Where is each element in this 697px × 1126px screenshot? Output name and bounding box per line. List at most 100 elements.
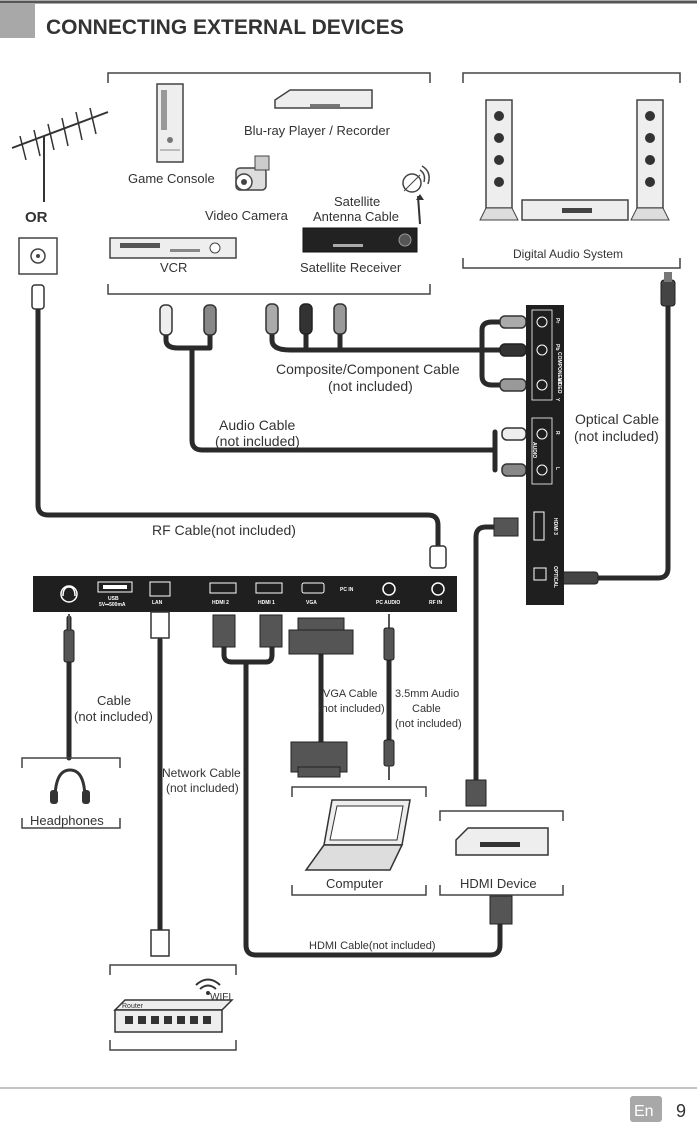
game-console-illustration	[156, 83, 184, 163]
satellite-antenna-label-line1: Satellite	[334, 194, 380, 209]
wifi-label: WIFI	[210, 992, 231, 1003]
composite-cable-a	[269, 329, 309, 353]
headphones-icon	[50, 768, 90, 804]
game-console-label: Game Console	[128, 171, 215, 186]
rf-plug	[31, 284, 447, 569]
video-label: VIDEO	[556, 378, 562, 394]
satellite-dish-illustration	[402, 165, 430, 225]
optical-plugs	[559, 272, 676, 585]
blu-ray-illustration	[274, 89, 373, 109]
hdmi-cable	[243, 659, 503, 958]
lan-port-label: LAN	[152, 600, 163, 606]
hdmi-side-plugs	[465, 517, 519, 807]
audio-cable-branch	[187, 327, 213, 351]
hdmi2-plug	[212, 614, 236, 648]
pb-label: Pb	[554, 344, 560, 350]
composite-rca-plugs	[265, 303, 527, 392]
audio-cable-label-line2: (not included)	[215, 433, 300, 449]
hdmi-device-icon	[455, 827, 549, 856]
pr-label: Pr	[554, 318, 560, 323]
vcr-illustration	[109, 237, 237, 259]
headphone-jack-icon	[60, 585, 78, 603]
router-label: Router	[122, 1003, 144, 1010]
rf-in-label: RF IN	[429, 600, 442, 606]
composite-cable-b	[303, 329, 343, 353]
satellite-antenna-label-line2: Antenna Cable	[313, 209, 399, 224]
audio-35mm-label-line2: Cable	[412, 703, 441, 715]
computer-frame	[291, 786, 427, 896]
usb-port-label: USB	[108, 596, 119, 602]
optical-label: OPTICAL	[552, 566, 558, 588]
laptop-icon	[304, 799, 411, 871]
vga-port	[301, 582, 325, 594]
pc-audio-port	[382, 582, 396, 596]
pc-in-label: PC IN	[340, 587, 354, 593]
hdmi-device-cable	[473, 524, 503, 785]
hdmi-device-label: HDMI Device	[460, 876, 537, 891]
headphones-frame	[21, 757, 121, 829]
audio-35mm-plugs	[383, 614, 395, 780]
digital-audio-system-illustration	[479, 99, 670, 221]
usb-port	[97, 581, 133, 593]
satellite-receiver-label: Satellite Receiver	[300, 260, 402, 275]
lan-plug	[150, 611, 170, 639]
headphones-label: Headphones	[30, 813, 104, 828]
or-label: OR	[25, 209, 48, 226]
audio-35mm-label-line3: (not included)	[395, 718, 462, 730]
audio-label: AUDIO	[531, 442, 537, 458]
hdmi-cable-label: HDMI Cable(not included)	[309, 940, 436, 952]
optical-cable-label-line2: (not included)	[574, 428, 659, 444]
router-icon	[113, 999, 234, 1033]
lan-port	[149, 581, 171, 597]
optical-cable	[595, 302, 671, 581]
hdmi1-port-label: HDMI 1	[258, 600, 275, 606]
pc-audio-label: PC AUDIO	[376, 600, 400, 606]
headphone-cable-label-line1: Cable	[97, 693, 131, 708]
rf-cable-label: RF Cable(not included)	[152, 522, 296, 538]
r-label: R	[554, 431, 560, 435]
audio-system-frame	[462, 72, 681, 269]
l-label: L	[554, 467, 560, 470]
headphone-plug	[63, 629, 75, 663]
page-number: 9	[676, 1101, 686, 1121]
hdmi-cable-branch	[221, 643, 275, 665]
hdmi1-port	[255, 582, 283, 594]
source-devices-frame	[107, 72, 431, 295]
digital-audio-label: Digital Audio System	[513, 247, 623, 261]
blu-ray-label: Blu-ray Player / Recorder	[244, 123, 391, 138]
wall-socket-icon	[18, 237, 58, 275]
router-frame	[109, 964, 237, 1051]
optical-cable-label-line1: Optical Cable	[575, 411, 659, 427]
page-title: CONNECTING EXTERNAL DEVICES	[46, 16, 404, 39]
video-camera-illustration	[235, 155, 270, 191]
vga-port-label: VGA	[306, 600, 317, 606]
audio-rca-plugs	[159, 304, 527, 477]
y-label: Y	[554, 398, 560, 402]
video-camera-label: Video Camera	[205, 208, 289, 223]
composite-cable-label-line2: (not included)	[328, 378, 413, 394]
hdmi-device-frame	[439, 810, 564, 896]
headphone-cable-label-line2: (not included)	[74, 709, 153, 724]
component-label: COMPONENT	[556, 352, 562, 385]
composite-cable-label-line1: Composite/Component Cable	[276, 361, 460, 377]
vga-cable-label-line1: VGA Cable	[323, 688, 377, 700]
hdmi3-label: HDMI 3	[552, 518, 558, 535]
header-block	[0, 4, 35, 38]
language-badge-text: En	[634, 1103, 654, 1120]
hdmi-device-plug	[489, 895, 513, 925]
vga-cable-label-line2: (not included)	[318, 703, 385, 715]
router-lan-plug	[150, 929, 170, 957]
satellite-receiver-illustration	[302, 227, 418, 253]
audio-35mm-label-line1: 3.5mm Audio	[395, 688, 459, 700]
rf-cable	[35, 307, 441, 551]
rf-in-port	[431, 582, 445, 596]
network-cable-label-line1: Network Cable	[162, 766, 241, 780]
usb-rating-label: 5V⎓500mA	[99, 602, 126, 608]
antenna-illustration	[11, 107, 109, 202]
network-cable-label-line2: (not included)	[166, 781, 239, 795]
hdmi2-port	[209, 582, 237, 594]
audio-cable-label-line1: Audio Cable	[219, 417, 295, 433]
side-port-circles	[531, 309, 553, 581]
wifi-icon	[195, 978, 221, 995]
